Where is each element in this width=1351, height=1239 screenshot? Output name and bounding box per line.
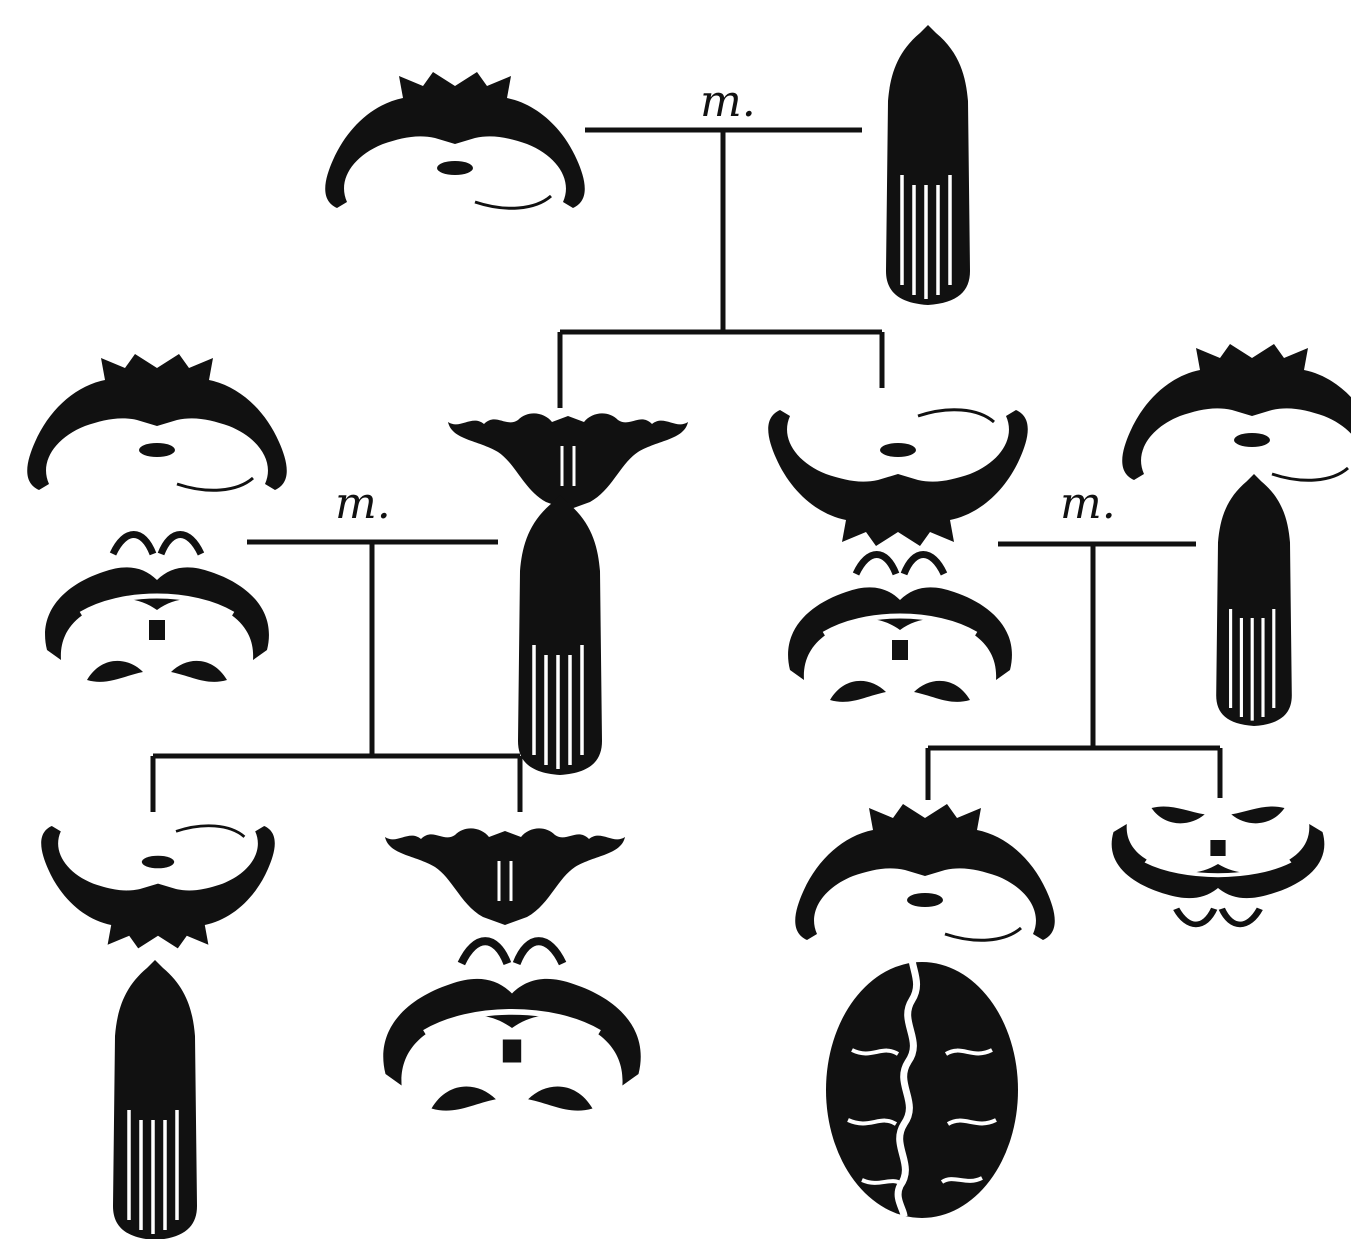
grandchild4-arched-pattern <box>1112 807 1325 925</box>
grandchild3-butterfly-pattern <box>795 804 1055 940</box>
mate-left-butterfly-pattern <box>27 354 287 490</box>
child-left-ragged-pattern <box>448 413 688 510</box>
pedigree-connector-lines <box>153 130 1220 812</box>
child-right-arched-pattern <box>788 555 1012 702</box>
child-right-butterfly-pattern <box>768 410 1028 546</box>
mate-right-striped-pattern <box>1216 474 1292 726</box>
child-left-striped-pattern <box>518 495 602 775</box>
grandchild2-arched-pattern <box>383 941 640 1110</box>
parent1-striped-pattern <box>886 25 970 305</box>
mate-right-butterfly-pattern <box>1122 344 1351 480</box>
grandchild1-striped-pattern <box>113 960 197 1239</box>
grandchild1-butterfly-pattern <box>41 826 275 949</box>
mate-left-arched-pattern <box>45 535 269 682</box>
grandchild3-mottled-oval-pattern <box>826 940 1018 1218</box>
parent1-butterfly-pattern <box>325 72 585 208</box>
grandchild2-ragged-pattern <box>385 828 625 925</box>
